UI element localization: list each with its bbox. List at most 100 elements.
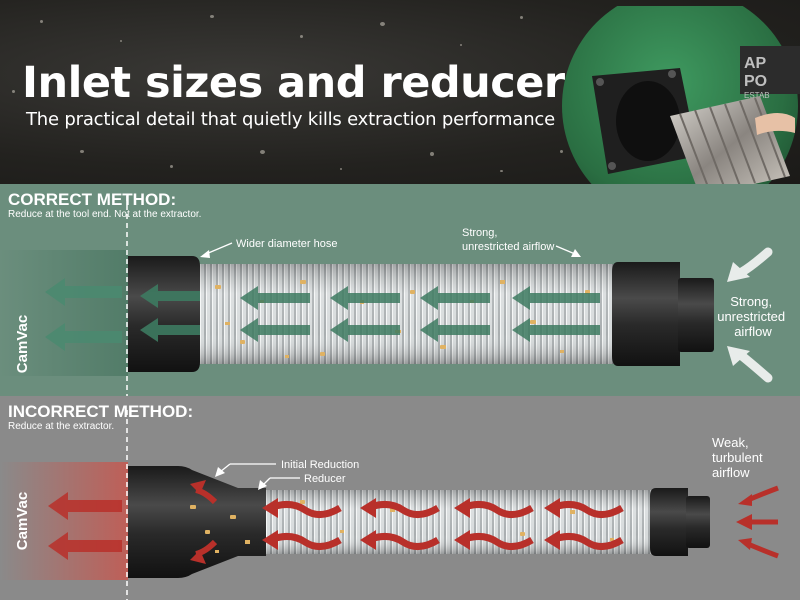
airflow-arrow-correct bbox=[240, 318, 310, 342]
inlet-port bbox=[616, 81, 680, 161]
dust-speck bbox=[170, 165, 173, 168]
hose-shading-correct bbox=[195, 264, 625, 364]
airflow-arrow-correct bbox=[512, 318, 600, 342]
brand-label bbox=[740, 46, 800, 94]
airflow-arrow-incorrect bbox=[262, 498, 278, 518]
inlet-airflow-label-line: airflow bbox=[734, 324, 772, 339]
incorrect-method-title: INCORRECT METHOD: bbox=[8, 402, 194, 421]
hose-cuff-tool-incorrect bbox=[650, 488, 688, 556]
hose-ribs bbox=[679, 97, 786, 193]
page-title: Inlet sizes and reducers bbox=[22, 58, 590, 108]
dust-speck bbox=[340, 168, 342, 170]
airflow-arrows-correct bbox=[45, 278, 600, 351]
airflow-arrow-correct bbox=[420, 286, 490, 310]
airflow-arrow-correct bbox=[45, 323, 122, 351]
flange-bolt bbox=[596, 78, 604, 86]
flange-bolt bbox=[668, 70, 676, 78]
airflow-arrow-incorrect bbox=[550, 501, 624, 518]
inlet-arrow-incorrect bbox=[736, 514, 752, 530]
airflow-arrow-incorrect bbox=[550, 533, 624, 550]
airflow-arrow-correct bbox=[45, 278, 122, 306]
airflow-arrow-incorrect bbox=[544, 530, 560, 550]
airflow-arrow-correct bbox=[240, 286, 310, 310]
callout-leader bbox=[258, 480, 267, 490]
airflow-arrow-incorrect bbox=[48, 532, 122, 560]
callout-leader bbox=[205, 242, 233, 255]
camvac-label-incorrect: CamVac bbox=[14, 492, 31, 550]
page-subtitle: The practical detail that quietly kills … bbox=[26, 109, 555, 130]
dust-speck bbox=[520, 16, 523, 19]
callout-leader bbox=[555, 245, 576, 255]
initial-reduction-callout: Initial Reduction bbox=[281, 459, 359, 471]
extractor-reducer-incorrect bbox=[128, 466, 266, 578]
dust-speck bbox=[300, 35, 303, 38]
inlet-arrow-incorrect bbox=[747, 485, 779, 503]
brand-text: ESTAB bbox=[744, 91, 770, 100]
inlet-arrow-incorrect bbox=[738, 494, 752, 506]
airflow-arrow-incorrect bbox=[195, 539, 218, 557]
airflow-arrow-incorrect bbox=[190, 550, 206, 564]
strong-airflow-callout: Strong, unrestricted airflow bbox=[462, 227, 554, 253]
correct-method-subtitle: Reduce at the tool end. Not at the extra… bbox=[8, 209, 202, 220]
flange-bolt bbox=[608, 162, 616, 170]
airflow-arrow-incorrect bbox=[268, 533, 342, 550]
correct-method-title: CORRECT METHOD: bbox=[8, 190, 177, 209]
airflow-arrow-incorrect bbox=[48, 492, 122, 520]
camvac-label-correct: CamVac bbox=[14, 315, 31, 373]
inlet-airflow-label-incorrect: Weak, turbulent airflow bbox=[712, 435, 766, 480]
inlet-airflow-label-line: turbulent bbox=[712, 450, 763, 465]
inlet-airflow-label-line: Strong, bbox=[730, 294, 772, 309]
inlet-airflow-label-correct: Strong, unrestricted airflow bbox=[717, 294, 789, 339]
airflow-arrow-correct bbox=[420, 318, 490, 342]
dust-speck bbox=[210, 15, 214, 18]
inlet-arrows-incorrect bbox=[736, 485, 779, 559]
inlet-airflow-label-line: Weak, bbox=[712, 435, 749, 450]
airflow-arrow-incorrect bbox=[366, 501, 440, 518]
airflow-arrow-incorrect bbox=[190, 480, 206, 494]
hose-cuff-tool-correct bbox=[612, 262, 680, 366]
extractor-glow-correct bbox=[0, 250, 128, 376]
dust-speck bbox=[80, 150, 84, 153]
airflow-arrow-correct bbox=[330, 286, 400, 310]
inlet-arrow-incorrect bbox=[738, 538, 752, 550]
inlet-arrow-correct bbox=[737, 351, 773, 383]
airflow-arrow-incorrect bbox=[366, 533, 440, 550]
dust-speck bbox=[260, 150, 265, 154]
airflow-arrow-incorrect bbox=[360, 498, 376, 518]
airflow-arrow-correct bbox=[140, 318, 200, 342]
dust-speck bbox=[120, 40, 122, 42]
airflow-arrow-incorrect bbox=[454, 498, 470, 518]
dust-speck bbox=[40, 20, 43, 23]
dust-speck bbox=[560, 150, 563, 153]
inlet-airflow-label-line: unrestricted bbox=[717, 309, 785, 324]
hose-cuff-extractor-correct bbox=[128, 256, 200, 372]
airflow-arrow-incorrect bbox=[360, 530, 376, 550]
dust-speck bbox=[12, 90, 15, 93]
inlet-arrow-correct bbox=[737, 247, 773, 277]
dust-speck bbox=[430, 152, 434, 156]
airflow-arrow-correct bbox=[140, 284, 200, 308]
airflow-arrow-incorrect bbox=[460, 533, 534, 550]
extractor-glow-incorrect bbox=[0, 462, 128, 580]
dust-speck bbox=[380, 22, 385, 26]
brand-text: PO bbox=[744, 73, 767, 90]
inlet-arrow-incorrect bbox=[747, 541, 779, 559]
airflow-arrow-correct bbox=[330, 318, 400, 342]
callout-leader bbox=[215, 467, 225, 477]
tool-adaptor-correct bbox=[678, 278, 714, 352]
incorrect-method-subtitle: Reduce at the extractor. bbox=[8, 421, 115, 432]
dust-speck bbox=[460, 44, 462, 46]
callout-line: unrestricted airflow bbox=[462, 241, 554, 253]
reducer-callout: Reducer bbox=[304, 473, 346, 485]
airflow-arrow-incorrect bbox=[454, 530, 470, 550]
callout-leader bbox=[571, 249, 581, 257]
airflow-arrow-incorrect bbox=[460, 501, 534, 518]
airflow-arrows-incorrect bbox=[48, 480, 624, 564]
brand-text: AP bbox=[744, 55, 767, 72]
airflow-arrow-correct bbox=[512, 286, 600, 310]
airflow-arrow-incorrect bbox=[268, 501, 342, 518]
wider-hose-callout: Wider diameter hose bbox=[236, 238, 338, 250]
callout-leader bbox=[200, 250, 210, 258]
